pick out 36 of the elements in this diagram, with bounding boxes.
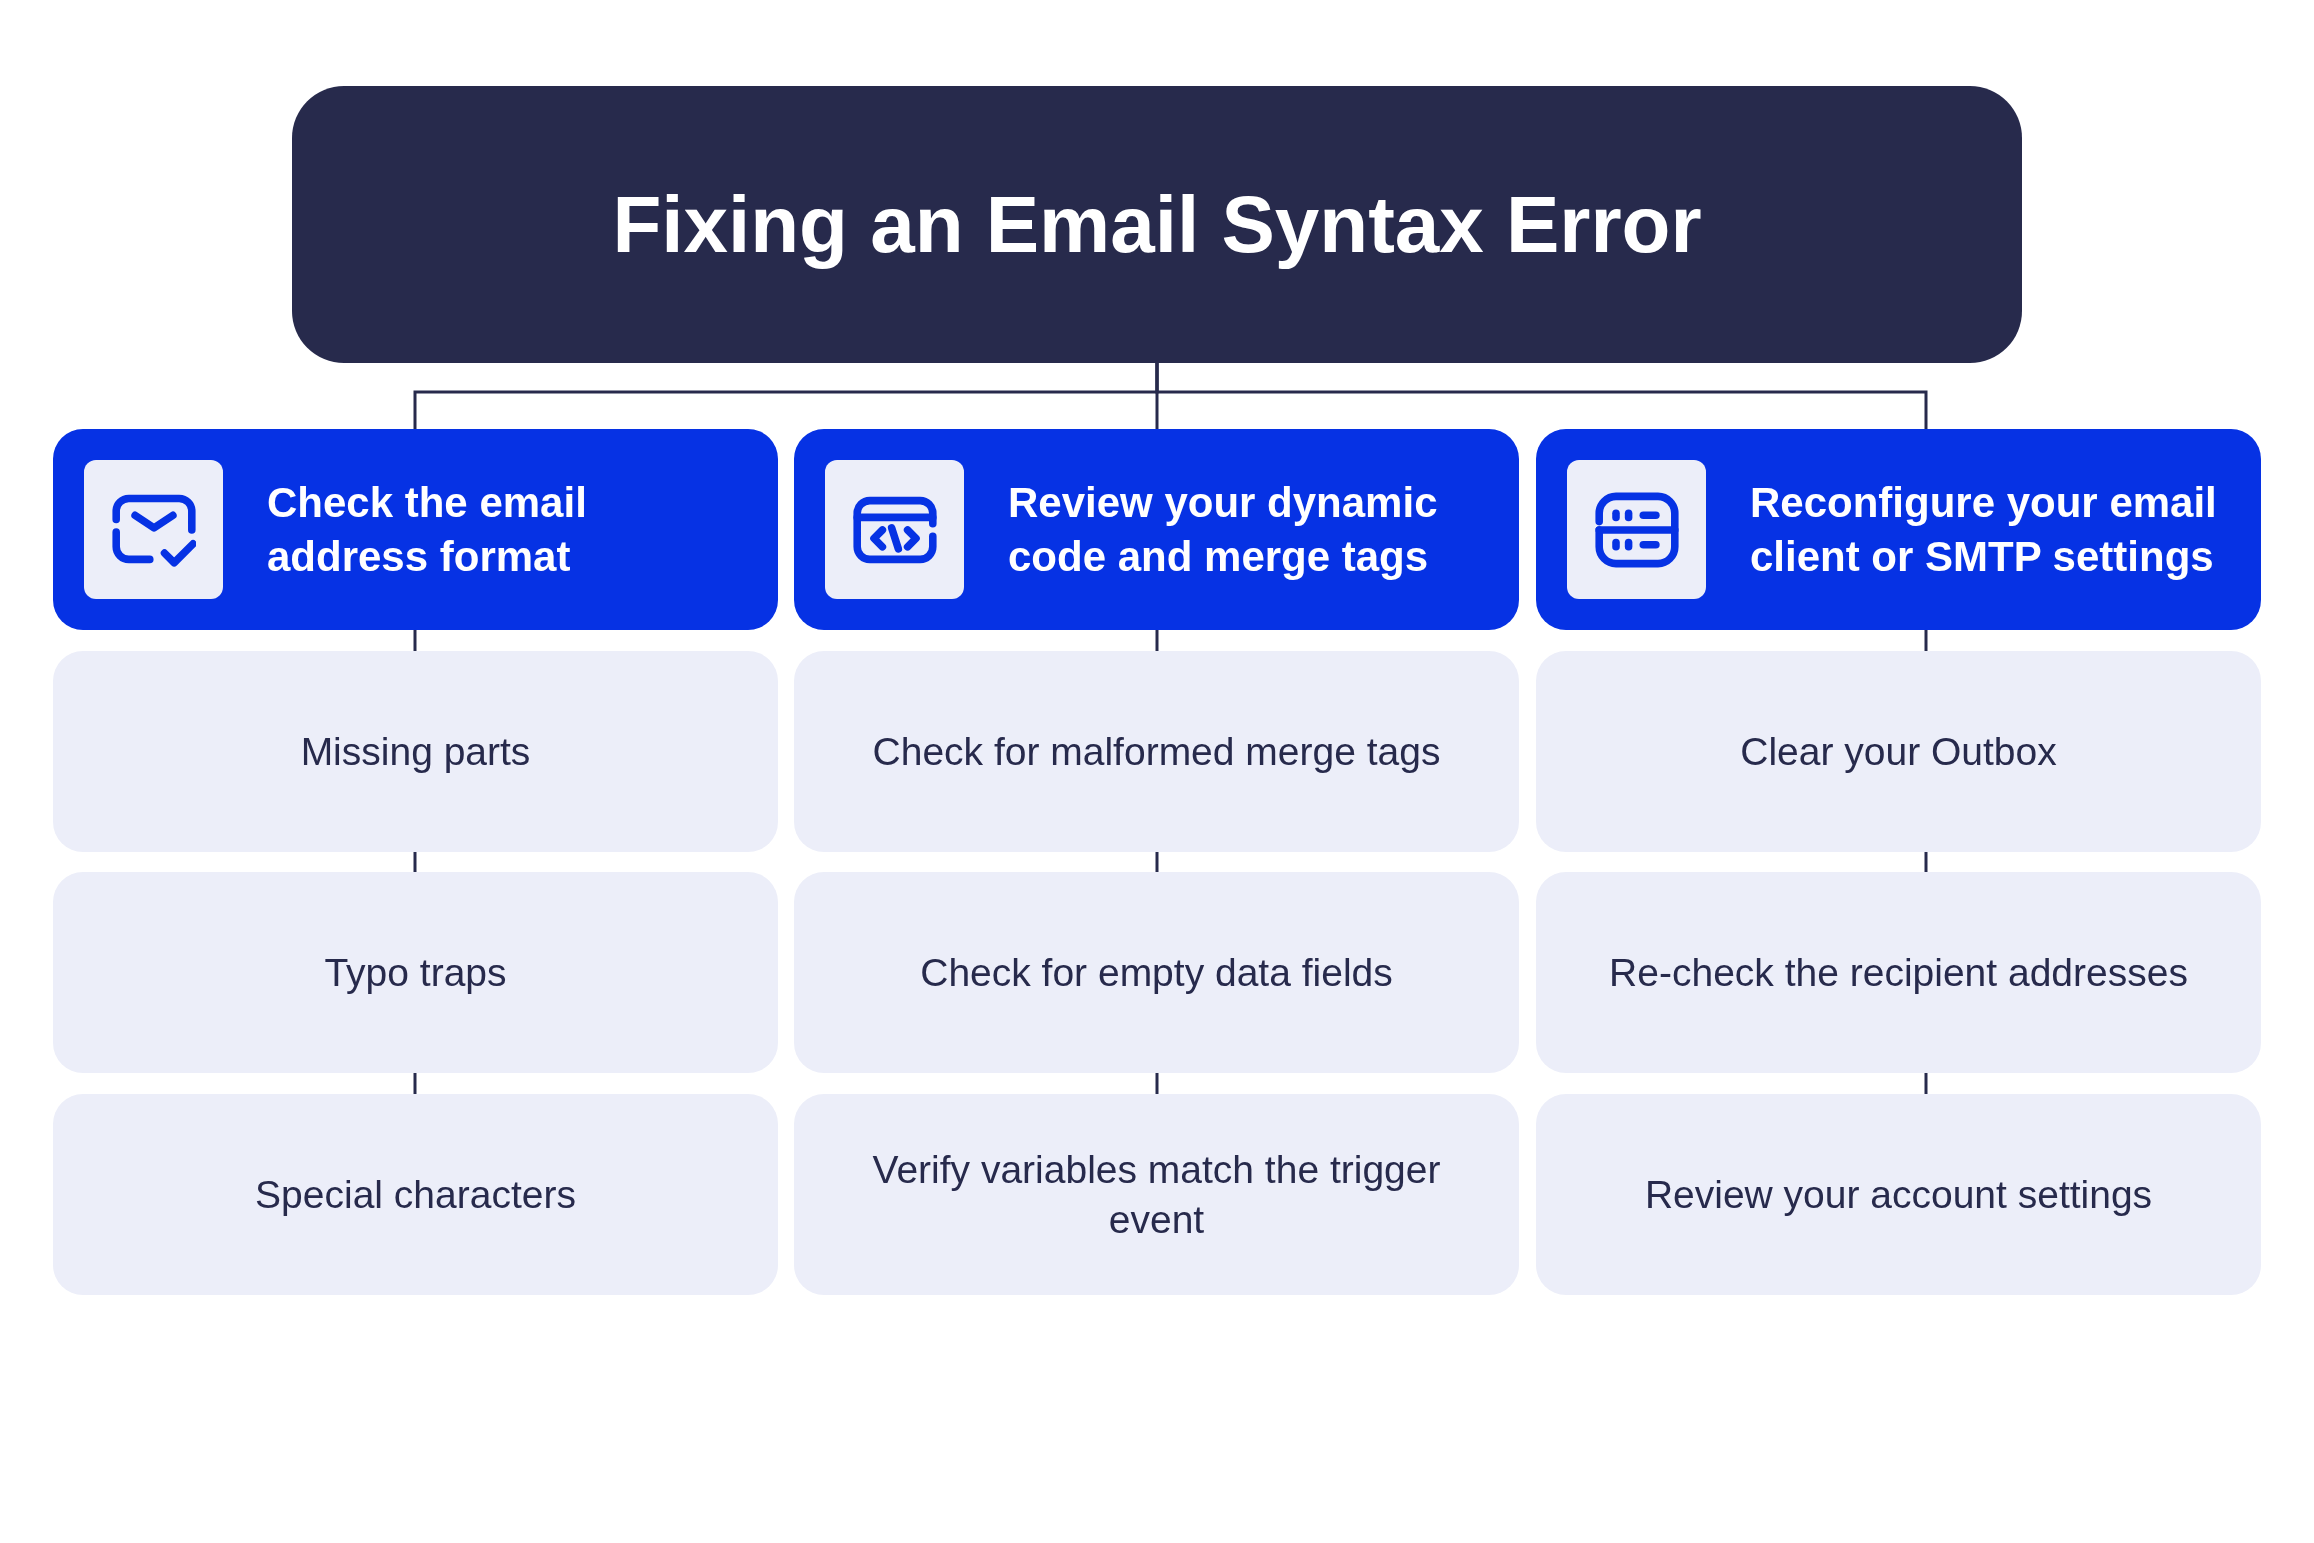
step-card	[794, 651, 1519, 852]
connector-line	[413, 1073, 417, 1094]
connector-line	[1155, 630, 1159, 651]
step-card	[53, 651, 778, 852]
connector-line	[1924, 1073, 1928, 1094]
category-title: Check the email address format	[267, 477, 588, 582]
category-card	[794, 429, 1519, 630]
step-card	[794, 1094, 1519, 1295]
connector-line	[413, 852, 417, 872]
step-text: Typo traps	[324, 949, 507, 996]
connector-line	[1924, 852, 1928, 872]
connector-line	[1155, 852, 1159, 872]
title-text: Fixing an Email Syntax Error	[612, 178, 1702, 271]
step-card	[1536, 651, 2261, 852]
step-card	[794, 872, 1519, 1073]
step-text: Missing parts	[300, 728, 531, 775]
step-text: Check for malformed merge tags	[872, 728, 1441, 775]
category-card	[53, 429, 778, 630]
category-card	[1536, 429, 2261, 630]
step-text: Clear your Outbox	[1740, 728, 2057, 775]
step-card	[53, 872, 778, 1073]
connector-line	[1155, 363, 1928, 429]
step-text: Re-check the recipient addresses	[1609, 949, 2188, 996]
connector-line	[1155, 1073, 1159, 1094]
step-text: Review your account settings	[1644, 1171, 2153, 1218]
connector-line	[413, 630, 417, 651]
category-title: Reconfigure your email client or SMTP settings	[1750, 477, 2218, 582]
step-card	[1536, 872, 2261, 1073]
step-text: Check for empty data fields	[920, 949, 1393, 996]
connector-line	[1924, 630, 1928, 651]
category-title: Review your dynamic code and merge tags	[1008, 477, 1439, 582]
step-text: Verify variables match the trigger event	[871, 1146, 1442, 1243]
step-card	[1536, 1094, 2261, 1295]
step-text: Special characters	[255, 1171, 576, 1218]
title-banner	[292, 86, 2022, 363]
step-card	[53, 1094, 778, 1295]
